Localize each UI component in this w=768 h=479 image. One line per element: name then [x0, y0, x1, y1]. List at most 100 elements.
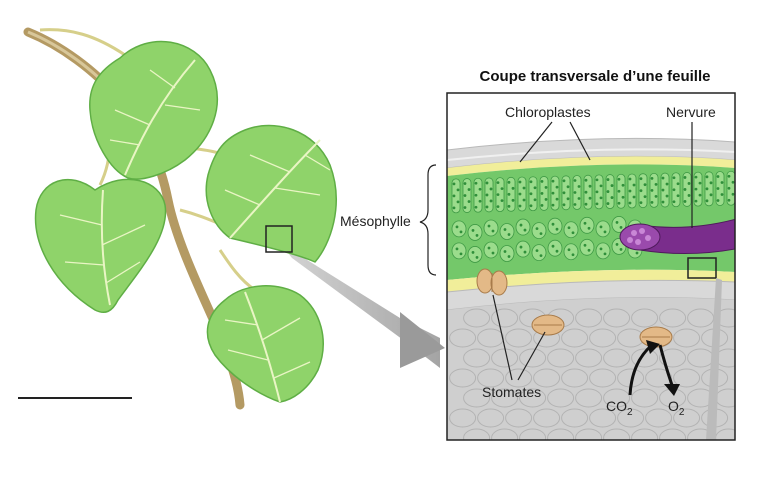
chloroplast-dot — [577, 197, 581, 200]
gas-exchange-arrows — [628, 340, 680, 396]
lower-tissue-cell — [547, 348, 575, 368]
lower-tissue-cell — [505, 328, 533, 348]
palisade-cell — [451, 178, 461, 214]
chloroplast-dot — [491, 251, 495, 255]
zoom-arrow-head — [400, 312, 445, 368]
chloroplast-dot — [621, 195, 625, 199]
chloroplast-dot — [489, 199, 493, 203]
chloroplast-dot — [709, 181, 713, 185]
chloroplast-dot — [519, 245, 523, 249]
chloroplast-dot — [584, 178, 588, 182]
label-mesophylle: Mésophylle — [340, 213, 411, 229]
chloroplast-dot — [487, 224, 491, 228]
chloroplast-dot — [489, 187, 493, 191]
palisade-cell — [660, 172, 670, 208]
lower-tissue-cell — [561, 328, 589, 348]
chloroplast-dot — [507, 192, 511, 196]
chloroplast-dot — [628, 189, 632, 193]
chloroplast-dot — [727, 198, 731, 202]
palisade-cell — [561, 175, 571, 211]
chloroplast-dot — [555, 227, 559, 231]
chloroplast-dot — [491, 229, 495, 233]
chloroplast-dot — [533, 198, 537, 202]
chloroplast-dot — [475, 234, 479, 237]
lower-tissue-cell — [673, 328, 701, 348]
chloroplast-dot — [672, 188, 676, 192]
palisade-cell — [583, 174, 593, 210]
label-chloroplastes: Chloroplastes — [505, 104, 591, 120]
chloroplast-dot — [544, 186, 548, 189]
chloroplast-dot — [540, 192, 544, 195]
spongy-cell — [499, 223, 515, 240]
chloroplast-dot — [539, 232, 543, 236]
chloroplast-dot — [720, 193, 724, 196]
chloroplast-dot — [507, 255, 511, 258]
chloroplast-dot — [455, 225, 459, 229]
lower-tissue-cell — [645, 368, 673, 388]
lower-tissue-cell — [547, 388, 575, 408]
chloroplast-dot — [672, 176, 676, 180]
lower-tissue-cell — [589, 328, 617, 348]
chloroplast-dot — [628, 177, 632, 181]
lower-tissue-cell — [561, 368, 589, 388]
chloroplast-dot — [562, 179, 566, 183]
chloroplast-dot — [567, 226, 571, 230]
chloroplast-dot — [683, 200, 687, 203]
lower-tissue-cell — [463, 428, 491, 440]
chloroplast-dot — [523, 228, 527, 232]
stomate-1 — [476, 268, 508, 296]
chloroplast-dot — [500, 199, 504, 203]
chloroplast-dot — [507, 204, 511, 208]
chloroplast-dot — [606, 178, 610, 181]
leaf-bottom — [206, 285, 324, 403]
chloroplast-dot — [496, 193, 500, 197]
palisade-cell — [682, 172, 692, 207]
lower-tissue-cell — [575, 308, 603, 328]
chloroplast-dot — [518, 204, 522, 208]
lower-tissue-cell — [561, 408, 589, 428]
spongy-cell — [451, 220, 467, 238]
chloroplast-dot — [485, 193, 489, 197]
spongy-cell — [579, 238, 595, 256]
chloroplast-dot — [687, 182, 691, 185]
palisade-cell — [528, 176, 538, 212]
chloroplast-dot — [463, 206, 467, 209]
chloroplast-dot — [535, 227, 539, 231]
chloroplast-dot — [522, 186, 526, 190]
palisade-cell — [462, 178, 472, 213]
spongy-cell — [515, 240, 531, 258]
chloroplast-dot — [599, 184, 603, 188]
lower-tissue-cell — [603, 428, 631, 440]
lower-tissue-cell — [631, 388, 659, 408]
chloroplast-dot — [716, 199, 720, 202]
chloroplast-dot — [705, 175, 709, 179]
chloroplast-dot — [698, 181, 702, 185]
lower-tissue-cell — [659, 348, 687, 368]
chloroplast-dot — [583, 221, 587, 225]
chloroplast-dot — [529, 192, 533, 196]
cross-section — [447, 93, 735, 440]
chloroplast-dot — [643, 183, 647, 187]
chloroplast-dot — [487, 246, 491, 250]
chloroplast-dot — [595, 190, 599, 194]
chloroplast-dot — [603, 252, 607, 256]
chloroplast-dot — [459, 230, 463, 234]
spongy-cell — [547, 239, 563, 257]
chloroplast-dot — [716, 187, 720, 190]
chloroplast-dot — [705, 187, 709, 191]
chloroplast-dot — [500, 187, 504, 191]
chloroplast-dot — [577, 185, 581, 188]
lower-tissue-cell — [505, 408, 533, 428]
chloroplast-dot — [661, 176, 665, 180]
chloroplast-dot — [551, 179, 555, 183]
chloroplast-dot — [555, 249, 559, 253]
chloroplast-dot — [683, 176, 687, 179]
chloroplast-dot — [672, 200, 676, 204]
leaf-left — [34, 178, 167, 313]
chloroplast-dot — [639, 177, 643, 181]
chloroplast-dot — [456, 200, 460, 204]
lower-tissue-cell — [477, 368, 505, 388]
spongy-cell — [531, 222, 547, 240]
chloroplast-dot — [619, 248, 623, 251]
lower-tissue-cell — [603, 348, 631, 368]
